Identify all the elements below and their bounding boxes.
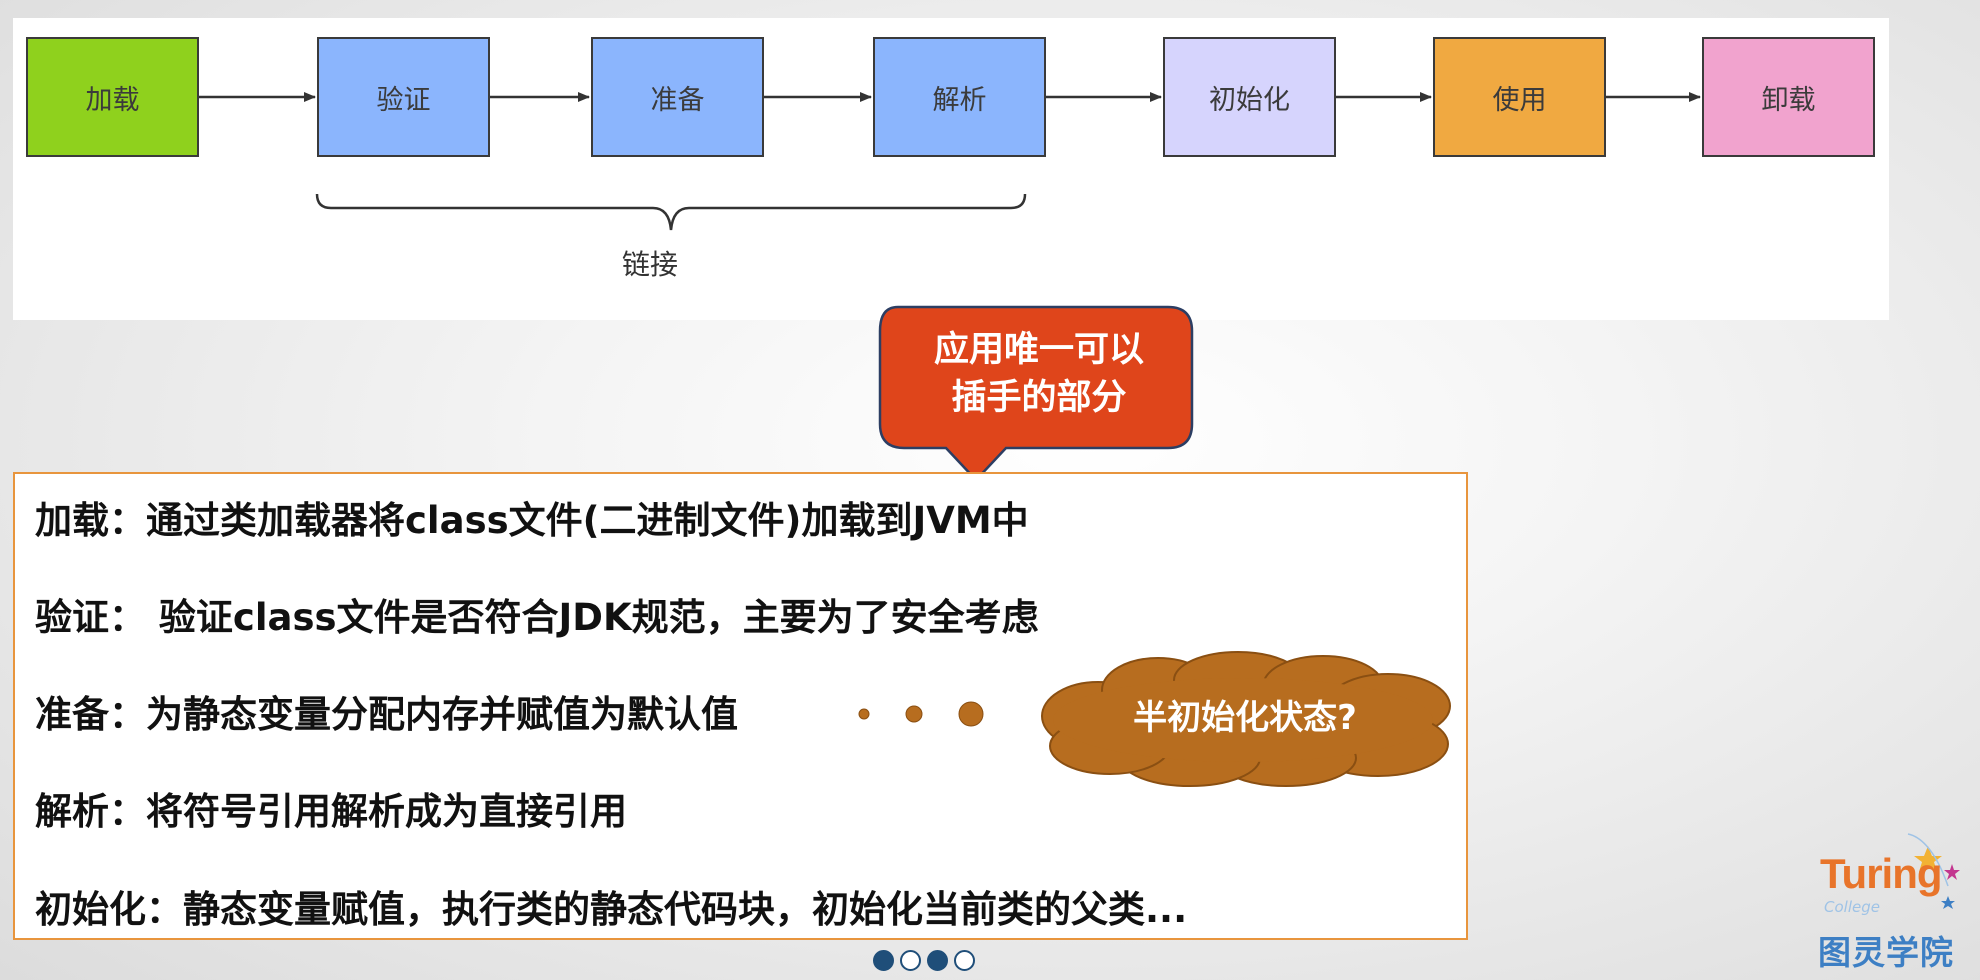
flow-connectors <box>199 92 1701 231</box>
callout-bubble <box>878 305 1194 482</box>
stage-box-0: 加载 <box>26 37 199 157</box>
stage-label: 准备 <box>650 84 705 116</box>
stage-box-4: 初始化 <box>1163 37 1336 157</box>
logo-stars-icon <box>1907 833 1960 909</box>
stage-label: 使用 <box>1492 84 1547 116</box>
linking-label: 链接 <box>621 248 678 281</box>
description-resolution: 解析：将符号引用解析成为直接引用 <box>35 790 627 833</box>
thought-trail-dots <box>858 701 984 727</box>
callout-text: 应用唯一可以 插手的部分 <box>933 330 1144 418</box>
stage-label: 验证 <box>376 84 431 116</box>
description-verification: 验证： 验证class文件是否符合JDK规范，主要为了安全考虑 <box>35 596 1039 639</box>
pager-dot-0[interactable] <box>873 950 894 971</box>
stage-label: 解析 <box>932 84 987 116</box>
lifecycle-flow-panel: 加载 验证 准备 解析 初始化 使用 卸载 链接 <box>13 18 1889 320</box>
thought-cloud <box>1041 651 1451 787</box>
linking-brace <box>315 193 1027 231</box>
pager-dot-1[interactable] <box>900 950 921 971</box>
turing-college-logo: Turing College 图灵学院 <box>1808 826 1968 976</box>
logo-subtitle: College <box>1824 898 1880 916</box>
stage-label: 初始化 <box>1209 84 1290 116</box>
stage-box-1: 验证 <box>317 37 490 157</box>
slide-pager <box>873 950 975 971</box>
logo-word: Turing <box>1820 850 1943 897</box>
description-initialization: 初始化：静态变量赋值，执行类的静态代码块，初始化当前类的父类... <box>35 888 1188 931</box>
description-loading: 加载：通过类加载器将class文件(二进制文件)加载到JVM中 <box>35 499 1029 542</box>
pager-dot-2[interactable] <box>927 950 948 971</box>
logo-chinese-name: 图灵学院 <box>1818 933 1954 972</box>
stage-label: 卸载 <box>1761 84 1816 116</box>
stage-box-5: 使用 <box>1433 37 1606 157</box>
stage-box-2: 准备 <box>591 37 764 157</box>
thought-text: 半初始化状态? <box>1133 698 1357 738</box>
description-preparation: 准备：为静态变量分配内存并赋值为默认值 <box>35 693 738 736</box>
stage-box-3: 解析 <box>873 37 1046 157</box>
stage-label: 加载 <box>85 84 140 116</box>
pager-dot-3[interactable] <box>954 950 975 971</box>
stage-box-6: 卸载 <box>1702 37 1875 157</box>
